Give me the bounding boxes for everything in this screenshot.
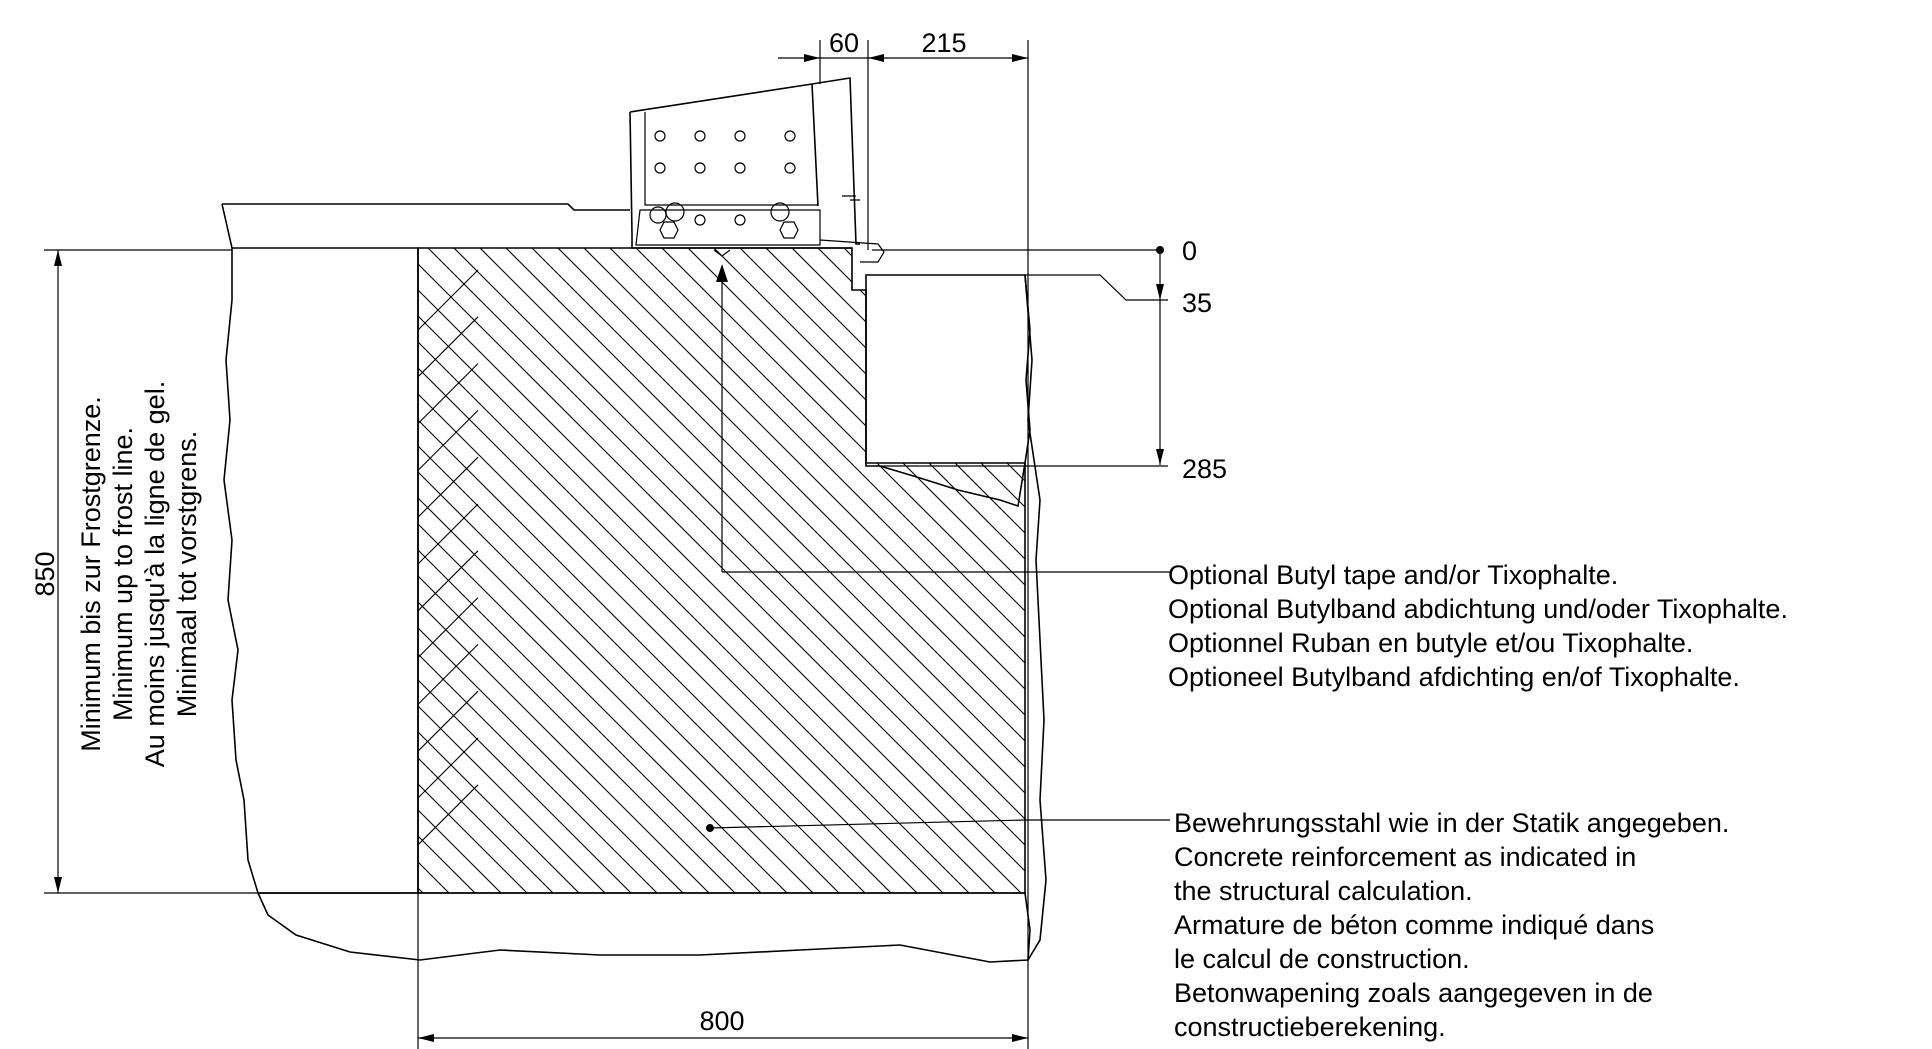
level-0-label: 0 — [1182, 236, 1197, 266]
top-dimensions: 60 215 — [778, 28, 1029, 1049]
dim-850: 850 — [30, 551, 60, 596]
left-footing-region — [223, 247, 419, 894]
reinforcement-note-line-6: Betonwapening zoals aangegeven in de — [1174, 978, 1653, 1008]
reinforcement-note-line-4: Armature de béton comme indiqué dans — [1174, 910, 1654, 940]
butyl-note: Optional Butyl tape and/or Tixophalte. O… — [1168, 560, 1788, 692]
butyl-note-line-4: Optioneel Butylband afdichting en/of Tix… — [1168, 662, 1740, 692]
dim-60: 60 — [829, 28, 859, 58]
depth-dimension: 850 — [30, 249, 400, 894]
concrete-foundation — [221, 203, 1047, 963]
frost-note-line-3: Au moins jusqu'à la ligne de gel. — [140, 381, 170, 767]
butyl-note-line-1: Optional Butyl tape and/or Tixophalte. — [1168, 560, 1618, 590]
butyl-note-line-2: Optional Butylband abdichtung und/oder T… — [1168, 594, 1788, 624]
reinforcement-note-line-1: Bewehrungsstahl wie in der Statik angege… — [1174, 808, 1729, 838]
frost-note-line-2: Minimum up to frost line. — [108, 427, 138, 721]
frost-note: Minimum bis zur Frostgrenze. Minimum up … — [76, 381, 202, 767]
dim-215: 215 — [921, 28, 966, 58]
reinforcement-leader — [706, 819, 1170, 832]
drainage-channel-frame — [629, 77, 885, 263]
width-dimension: 800 — [417, 893, 1028, 1049]
reinforcement-note-line-3: the structural calculation. — [1174, 876, 1473, 906]
reinforcement-note: Bewehrungsstahl wie in der Statik angege… — [1174, 808, 1729, 1042]
butyl-note-line-3: Optionnel Ruban en butyle et/ou Tixophal… — [1168, 628, 1693, 658]
right-step-region — [865, 274, 1031, 508]
level-35-label: 35 — [1182, 288, 1212, 318]
reinforcement-note-line-7: constructieberekening. — [1174, 1012, 1446, 1042]
level-dimensions: 0 35 285 — [872, 236, 1227, 484]
reinforcement-note-line-5: le calcul de construction. — [1174, 944, 1470, 974]
frost-note-line-4: Minimaal tot vorstgrens. — [172, 431, 202, 718]
level-285-label: 285 — [1182, 454, 1227, 484]
bottom-band-region — [256, 892, 1031, 963]
frost-note-line-1: Minimum bis zur Frostgrenze. — [76, 396, 106, 752]
butyl-leader — [716, 264, 1170, 573]
reinforcement-note-line-2: Concrete reinforcement as indicated in — [1174, 842, 1636, 872]
dim-800: 800 — [699, 1006, 744, 1036]
